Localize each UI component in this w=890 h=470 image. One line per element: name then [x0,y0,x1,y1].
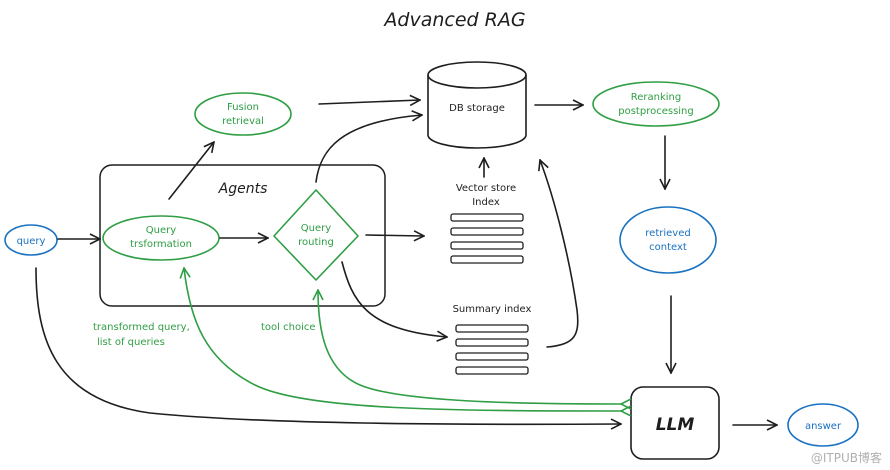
edge-llm-transformation-feedback [184,268,621,411]
vector-index-row [450,241,524,250]
llm-label: LLM [656,415,695,435]
retrieved-context-label-line1: retrieved [645,228,690,239]
db-storage-node[interactable]: DB storage [427,61,527,149]
answer-node[interactable]: answer [787,403,859,447]
reranking-node[interactable]: Reranking postprocessing [592,81,720,127]
edge-routing-to-summary [341,261,447,337]
fusion-retrieval-label-line1: Fusion [227,102,259,113]
query-transformation-node[interactable]: Query trsformation [102,215,220,261]
summary-index-node[interactable]: Summary index [453,304,532,375]
retrieved-context-node[interactable]: retrieved context [619,206,717,274]
query-label: query [17,236,46,247]
vector-store-label-line2: Index [472,197,500,208]
db-cylinder-body [427,75,527,149]
summary-index-row [455,352,529,361]
query-routing-label-line1: Query [301,223,331,234]
fusion-retrieval-label-line2: retrieval [222,116,264,127]
query-node[interactable]: query [4,224,58,256]
summary-index-label: Summary index [453,304,532,315]
edge-fusion-to-db [318,100,420,104]
summary-index-row [455,324,529,333]
answer-label: answer [805,421,842,432]
vector-index-row [450,255,524,264]
agents-group: Agents [99,164,386,307]
vector-store-label-line1: Vector store [456,183,516,194]
agents-label: Agents [218,181,268,197]
watermark: @ITPUB博客 [810,451,882,465]
query-transformation-label-line1: Query [146,225,176,236]
vector-index-row [450,227,524,236]
transformed-query-label-line2: list of queries [97,337,165,348]
transformed-query-label-line1: transformed query, [93,322,190,333]
query-transformation-label-line2: trsformation [130,239,192,250]
retrieved-context-label-line2: context [649,242,687,253]
query-routing-node[interactable]: Query routing [273,189,359,281]
vector-index-row [450,213,524,222]
db-storage-label: DB storage [449,103,505,114]
edge-routing-to-db [315,115,422,183]
query-routing-label-line2: routing [298,237,334,248]
tool-choice-label: tool choice [261,322,316,333]
edge-routing-to-vector [365,235,424,236]
edge-llm-routing-feedback [318,290,621,404]
vector-store-index-node[interactable]: Vector store Index [450,183,524,264]
fusion-retrieval-node[interactable]: Fusion retrieval [194,92,292,136]
reranking-label-line1: Reranking [631,92,681,103]
reranking-label-line2: postprocessing [618,106,694,117]
diagram-title: Advanced RAG [382,9,525,31]
edge-summary-to-db [540,160,579,348]
llm-node[interactable]: LLM [630,386,720,460]
edge-transformation-to-fusion [168,142,214,200]
db-cylinder-top [427,61,527,89]
summary-index-row [455,366,529,375]
summary-index-row [455,338,529,347]
